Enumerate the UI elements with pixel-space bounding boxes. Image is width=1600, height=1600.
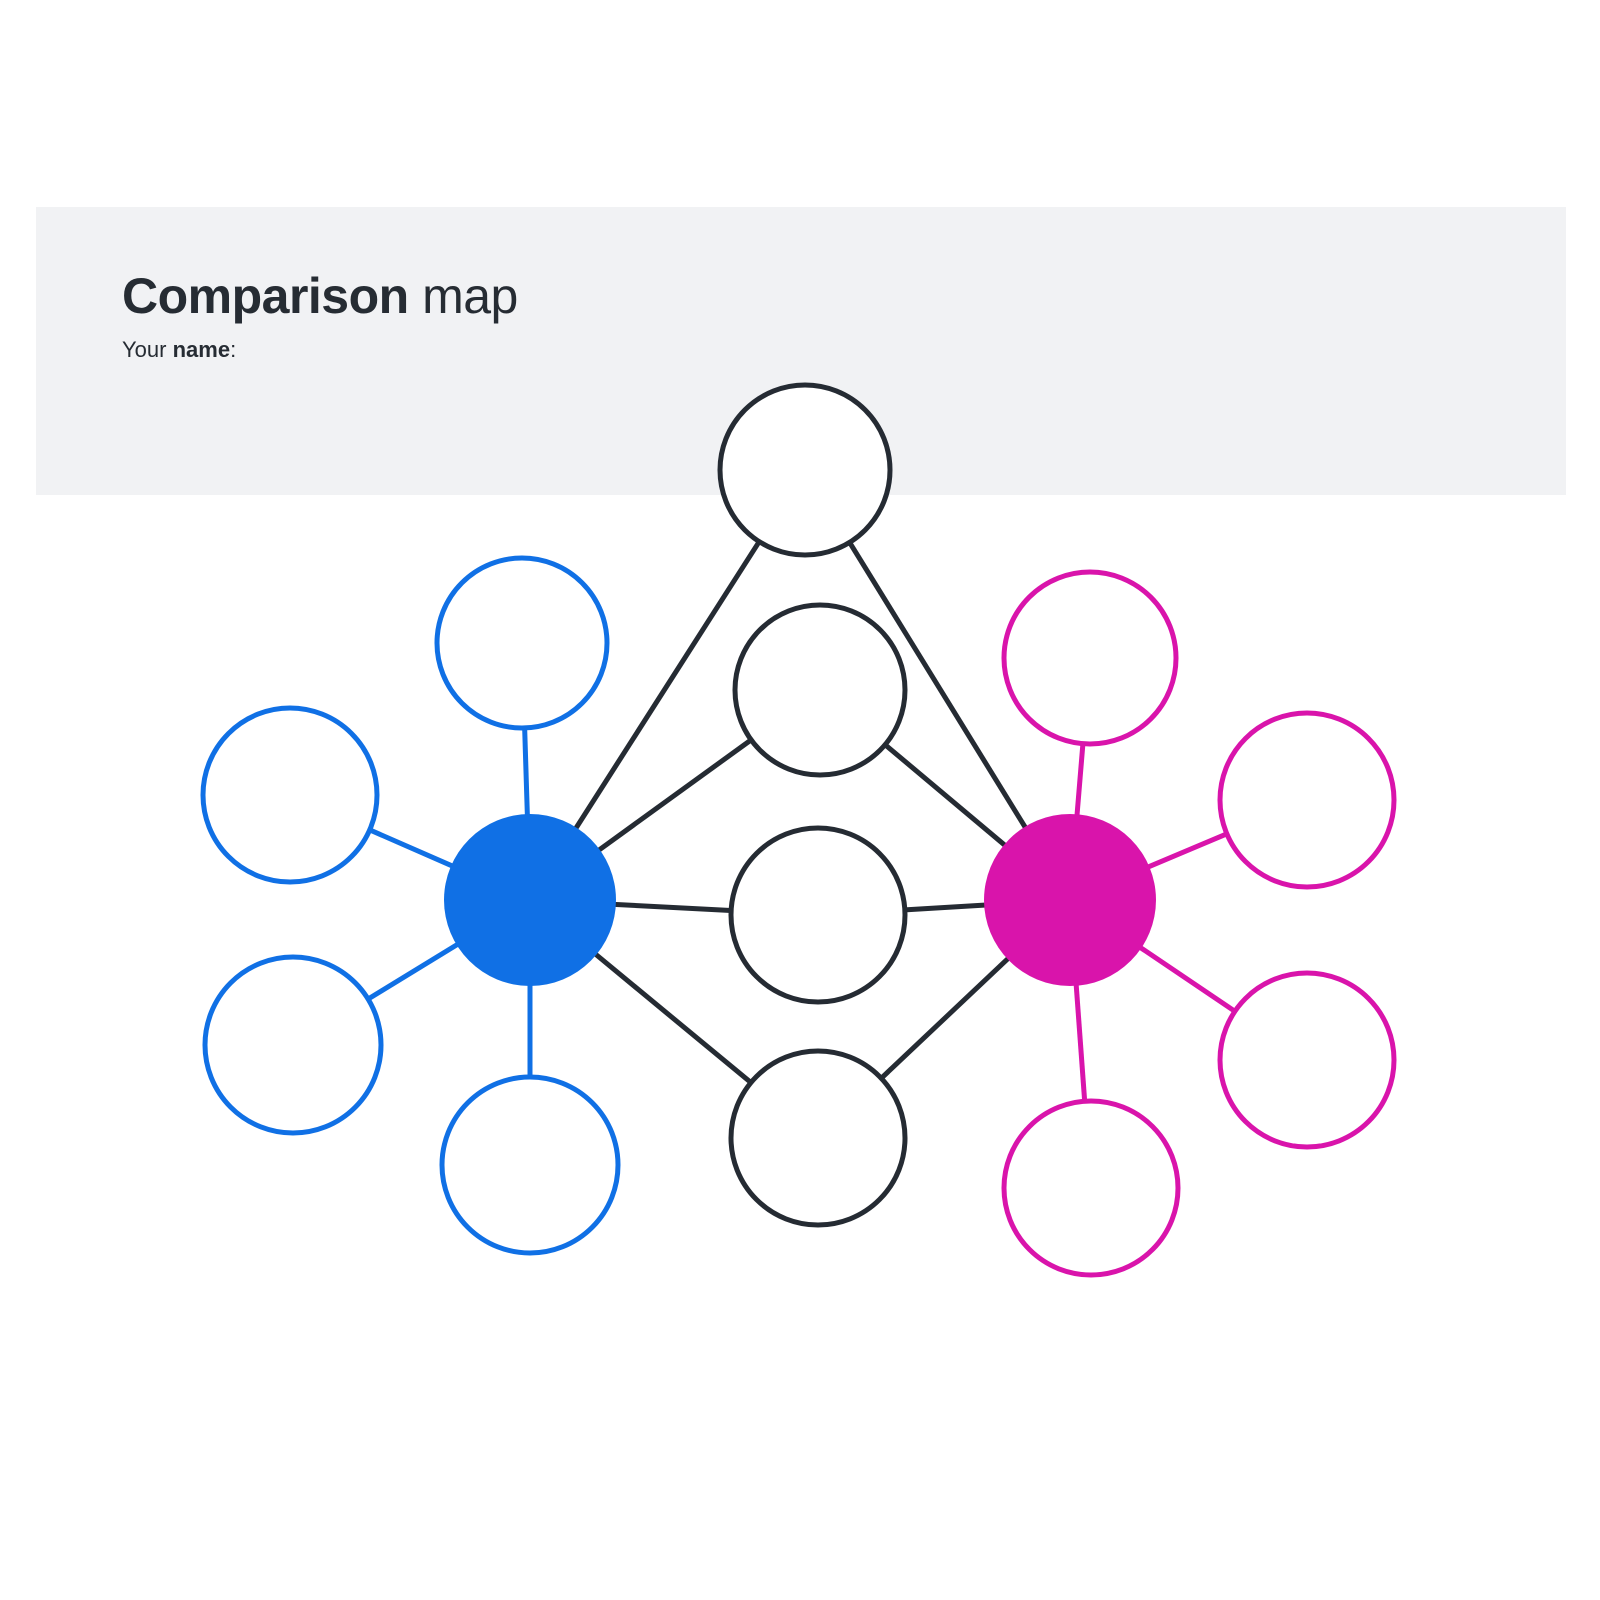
node-circle-magenta-top[interactable] bbox=[1001, 569, 1179, 747]
connector-edge-magenta-shared-1 bbox=[846, 539, 1029, 830]
node-circle-magenta-bottom[interactable] bbox=[1001, 1098, 1181, 1278]
page-title-rest: map bbox=[408, 268, 518, 324]
node-shared-2[interactable] bbox=[732, 602, 908, 778]
node-circle-blue-bottom[interactable] bbox=[439, 1074, 621, 1256]
connector-edge-magenta-upper-right bbox=[1146, 830, 1230, 870]
node-hub-blue[interactable] bbox=[444, 814, 616, 986]
connector-edge-magenta-top bbox=[1074, 741, 1086, 817]
connector-edge-blue-shared-2 bbox=[596, 736, 755, 853]
your-name-strong: name bbox=[172, 337, 231, 362]
your-name-field-label[interactable]: Your name: bbox=[122, 337, 518, 363]
connector-edge-blue-lower-left bbox=[365, 941, 460, 1003]
connector-edge-blue-upper-left bbox=[366, 826, 455, 869]
edge-layer bbox=[365, 538, 1238, 1104]
node-magenta-upper-right[interactable] bbox=[1217, 710, 1397, 890]
connector-edge-blue-shared-1 bbox=[573, 538, 763, 831]
node-circle-magenta-upper-right[interactable] bbox=[1217, 710, 1397, 890]
page-title: Comparison map bbox=[122, 269, 518, 323]
header-text-block: Comparison map Your name: bbox=[122, 269, 518, 363]
node-circle-shared-4[interactable] bbox=[728, 1048, 908, 1228]
page-title-strong: Comparison bbox=[122, 268, 409, 324]
node-circle-hub-magenta[interactable] bbox=[984, 814, 1156, 986]
node-circle-blue-top[interactable] bbox=[434, 555, 610, 731]
your-name-prefix: Your bbox=[122, 337, 173, 362]
connector-edge-magenta-shared-2 bbox=[881, 741, 1008, 848]
node-circle-blue-upper-left[interactable] bbox=[200, 705, 380, 885]
node-blue-bottom[interactable] bbox=[439, 1074, 621, 1256]
node-blue-top[interactable] bbox=[434, 555, 610, 731]
node-circle-shared-2[interactable] bbox=[732, 602, 908, 778]
node-magenta-lower-right[interactable] bbox=[1217, 970, 1397, 1150]
node-blue-lower-left[interactable] bbox=[202, 954, 384, 1136]
node-circle-shared-1[interactable] bbox=[717, 382, 893, 558]
connector-edge-blue-top bbox=[522, 725, 530, 817]
node-circle-magenta-lower-right[interactable] bbox=[1217, 970, 1397, 1150]
connector-edge-magenta-shared-3 bbox=[902, 902, 987, 913]
connector-edge-magenta-shared-4 bbox=[878, 955, 1011, 1082]
connector-edge-blue-shared-3 bbox=[613, 901, 734, 914]
your-name-colon: : bbox=[230, 337, 237, 362]
node-shared-3[interactable] bbox=[728, 825, 908, 1005]
connector-edge-magenta-lower-right bbox=[1138, 944, 1238, 1015]
node-shared-1[interactable] bbox=[717, 382, 893, 558]
connector-edge-magenta-bottom bbox=[1073, 983, 1088, 1104]
node-circle-shared-3[interactable] bbox=[728, 825, 908, 1005]
node-magenta-bottom[interactable] bbox=[1001, 1098, 1181, 1278]
node-layer bbox=[200, 382, 1397, 1278]
node-magenta-top[interactable] bbox=[1001, 569, 1179, 747]
node-circle-blue-lower-left[interactable] bbox=[202, 954, 384, 1136]
connector-edge-blue-shared-4 bbox=[593, 951, 755, 1086]
node-blue-upper-left[interactable] bbox=[200, 705, 380, 885]
node-circle-hub-blue[interactable] bbox=[444, 814, 616, 986]
node-hub-magenta[interactable] bbox=[984, 814, 1156, 986]
node-shared-4[interactable] bbox=[728, 1048, 908, 1228]
